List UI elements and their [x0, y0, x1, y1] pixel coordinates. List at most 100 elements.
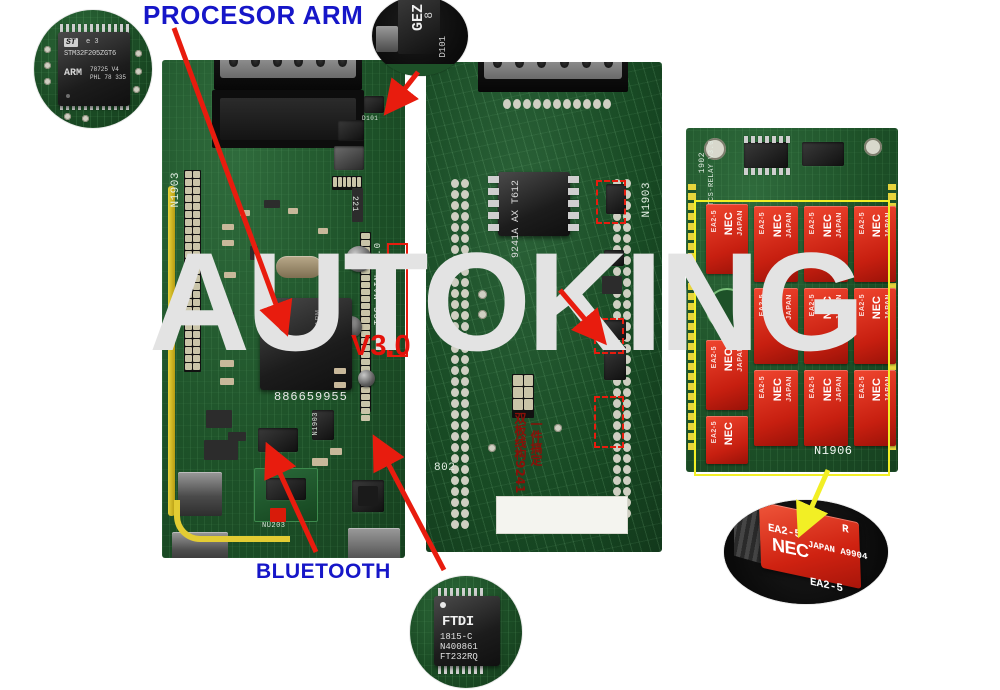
- callout-arm-bg: ST e 3 STM32F205ZGT6 ARM 78725 V4 PHL 78…: [34, 10, 152, 128]
- solder-pad-3: [554, 424, 562, 432]
- relay-r1c2: EA2-5 NEC JAPAN: [754, 206, 798, 282]
- relay-driver-ic: [744, 142, 788, 168]
- callout-pad-7: [64, 113, 71, 120]
- callout-arm-brand: ST: [64, 38, 78, 47]
- capacitor-1: [346, 246, 372, 272]
- callout-pad-2: [44, 62, 51, 69]
- callout-diode-ref: D101: [438, 36, 448, 58]
- res-12: [264, 200, 280, 208]
- chip-9241a-leads-right: [568, 176, 579, 231]
- relay-r3c1: EA2-5 NEC: [706, 416, 748, 464]
- chip-b: [338, 120, 364, 140]
- relay-r2c2: EA2-5 NEC JAPAN: [754, 288, 798, 364]
- relay-ic-leads-top: [744, 136, 790, 143]
- mounting-hole-topright: [864, 138, 882, 156]
- silk-relay-code: 1902: [698, 152, 707, 174]
- callout-pad-4: [135, 50, 142, 57]
- res-8: [220, 378, 234, 385]
- relay-r3c2: EA2-5 NEC JAPAN: [754, 370, 798, 446]
- solder-pad-1: [478, 290, 487, 299]
- relay-r1c1: EA2-5 NEC JAPAN: [706, 204, 748, 274]
- callout-arm-line2: e 3: [86, 38, 99, 46]
- pad-block-center: [512, 374, 534, 418]
- callout-arm-line5: 78725 V4: [90, 66, 119, 73]
- res-6: [226, 312, 234, 326]
- arm-chip-serial: 886659955: [274, 390, 348, 404]
- overlay-chinese-1: 双板线构9241: [513, 412, 527, 494]
- res-4: [240, 210, 250, 216]
- silk-n1903-back: N1903: [641, 182, 653, 218]
- silk-d101: D101: [362, 115, 379, 122]
- callout-arm-line6: PHL 78 335: [90, 74, 127, 81]
- chip-a: [334, 146, 364, 170]
- callout-diode-body: [398, 0, 440, 54]
- res-14: [330, 448, 342, 455]
- main-board-back: 9241A AX T612 N1903 802: [426, 62, 662, 552]
- callout-pad-8: [82, 115, 89, 122]
- dsub-connector-main: [214, 60, 362, 90]
- silk-nu203: N1903: [312, 412, 320, 436]
- relay-r3c3: EA2-5 NEC JAPAN: [804, 370, 848, 446]
- smd-chip-mid2-right: [604, 320, 626, 340]
- smd-chip-low-right: [604, 346, 626, 380]
- callout-pad-6: [133, 86, 140, 93]
- white-label-sticker: [496, 496, 628, 534]
- res-10: [318, 228, 328, 234]
- yellow-wire-left: [168, 186, 175, 516]
- capacitor-3: [358, 370, 375, 387]
- res-9: [228, 432, 246, 441]
- relay-ic-leads-bottom: [744, 168, 790, 175]
- callout-arm-dot: [66, 94, 70, 98]
- chip-c: [258, 428, 298, 452]
- res-11: [288, 208, 298, 214]
- callout-diode: GEZ 8 D101: [372, 0, 468, 76]
- dsub-pin-row-back: [493, 62, 613, 71]
- callout-ftdi-brand: FTDI: [442, 614, 474, 630]
- round-component: [706, 288, 748, 330]
- diode-d101: [364, 96, 384, 113]
- label-version-v30: V3.0: [351, 330, 411, 362]
- rj45-jack: [348, 528, 400, 558]
- silk-n1906: N1906: [814, 444, 853, 458]
- callout-relay: EA2-5 NEC R JAPAN A9904 EA2-5: [724, 500, 888, 604]
- callout-arm-core: ARM: [64, 68, 83, 79]
- callout-pad-1: [44, 46, 51, 53]
- callout-ftdi-leads-bottom: [438, 666, 483, 674]
- label-procesor-arm: PROCESOR ARM: [143, 0, 364, 30]
- mounting-hole-topleft: [704, 138, 726, 160]
- callout-diode-connector: [376, 26, 398, 52]
- callout-relay-r: R: [841, 523, 849, 537]
- callout-diode-pcbstrip: [372, 64, 468, 76]
- res-18: [334, 382, 346, 388]
- yellow-wire-bottom: [174, 500, 290, 542]
- silk-n1903-main: N1903: [170, 172, 182, 208]
- highlight-back-chip-top: [596, 180, 626, 224]
- silk-802: 802: [434, 462, 456, 474]
- res-16: [204, 440, 238, 460]
- crystal-oscillator: [276, 256, 322, 278]
- highlight-back-chip-bottom: [594, 396, 624, 448]
- res-7: [220, 360, 234, 367]
- callout-relay-bg: EA2-5 NEC R JAPAN A9904 EA2-5: [724, 500, 888, 604]
- relay-r1c3: EA2-5 NEC JAPAN: [804, 206, 848, 282]
- callout-ftdi-bg: FTDI 1815-C N400861 FT232RQ: [410, 576, 522, 688]
- via-column-left: [450, 178, 470, 529]
- smd-res-right-1: [602, 276, 622, 294]
- callout-ftdi-lot2: N400861: [440, 642, 478, 652]
- overlay-chinese-2: 一件搞定: [529, 418, 543, 466]
- callout-pad-5: [135, 68, 142, 75]
- callout-pad-3: [44, 78, 51, 85]
- watermark-autoking: AUTOKING: [148, 223, 865, 380]
- edge-connector-left: [688, 184, 696, 450]
- res-17: [334, 368, 346, 374]
- silk-221: 221: [350, 196, 359, 212]
- jumper-block: [332, 176, 362, 190]
- relay-r2c1: EA2-5 NEC JAPAN: [706, 340, 748, 410]
- callout-arm-leads-top: [60, 24, 129, 33]
- chip-d: [312, 410, 334, 440]
- highlight-relay-array: [694, 200, 890, 476]
- relay-aux-ic: [802, 142, 844, 166]
- res-13: [312, 458, 328, 466]
- callout-ftdi-chip-body: [434, 596, 500, 666]
